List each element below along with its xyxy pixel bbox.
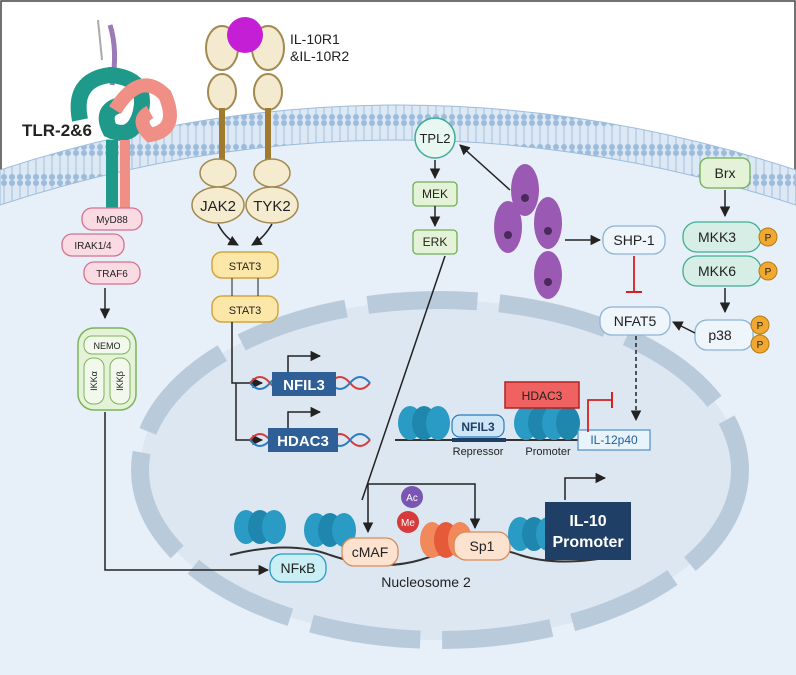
tpl2-node: TPL2 [414,117,456,159]
svg-text:MKK6: MKK6 [698,263,736,279]
line-erk-down [361,255,446,501]
jak2-label: JAK2 [200,198,236,215]
nfil3-gene: NFIL3 [249,350,371,396]
arrow-to-sp1 [368,483,481,530]
il10-ligand [227,17,263,53]
svg-text:Ac: Ac [406,493,418,504]
il10-promoter: IL-10 Promoter [545,472,631,560]
svg-text:MyD88: MyD88 [96,215,128,226]
ac-mark: Ac [401,486,423,508]
nemo-label: NEMO [94,341,121,351]
nfkb-node: NFκB [269,553,327,583]
il10-label-2: Promoter [552,534,623,551]
tlr-label: TLR-2&6 [22,121,92,140]
nucleosome-promoter [514,406,580,440]
stat3-dimer: STAT3 STAT3 [211,251,279,323]
svg-text:p38: p38 [708,327,732,343]
svg-text:TPL2: TPL2 [419,131,450,146]
svg-text:MEK: MEK [422,187,448,201]
repressor-label: Repressor [453,446,504,458]
svg-text:P: P [765,267,772,278]
mkk6-node: MKK6 P [682,255,778,287]
nfat5-node: NFAT5 [599,306,671,336]
tlr-receptor [70,19,177,210]
svg-text:NFκB: NFκB [281,560,316,576]
arrow-tyk2-stat3 [251,223,273,246]
svg-text:Brx: Brx [715,165,736,181]
tyk2-node: TYK2 [245,158,299,224]
nucleosome-left [398,406,450,440]
irak-node: IRAK1/4 [61,233,125,257]
svg-text:P: P [757,340,764,351]
svg-text:TRAF6: TRAF6 [96,269,128,280]
ikkb-label: IKKβ [115,371,125,391]
sp1-node: Sp1 [453,531,511,561]
svg-text:IL-12p40: IL-12p40 [590,433,638,447]
me-mark: Me [397,511,419,533]
hdac3-gene-label: HDAC3 [277,433,329,450]
arrow-ikk-nfkb [104,412,270,576]
erk-node: ERK [412,229,458,255]
cmaf-node: cMAF [341,537,399,567]
brx-node: Brx [699,157,751,189]
svg-text:Sp1: Sp1 [470,538,495,554]
tyk2-label: TYK2 [253,198,291,215]
il10-label-1: IL-10 [569,513,606,530]
svg-text:ERK: ERK [423,235,448,249]
svg-text:HDAC3: HDAC3 [522,389,563,403]
jak2-node: JAK2 [191,158,245,224]
shp1-node: SHP-1 [602,225,666,255]
hdac3-protein: HDAC3 [504,381,580,409]
promoter-label: Promoter [525,446,571,458]
svg-text:P: P [765,233,772,244]
myd88-node: MyD88 [81,207,143,231]
arrow-stat3-hdac3 [235,383,264,446]
arrow-p38-nfat5 [672,321,696,334]
mkk3-node: MKK3 P [682,221,778,253]
arrow-jak2-stat3 [217,223,239,246]
svg-text:MKK3: MKK3 [698,229,736,245]
il10r-label-2: &IL-10R2 [290,48,349,64]
p38-node: p38 P P [694,315,770,354]
hdac3-gene: HDAC3 [249,406,371,452]
stat3-label-b: STAT3 [229,305,262,317]
nucleosome-2 [420,522,472,558]
nucleosome-label: Nucleosome 2 [381,574,471,590]
svg-text:NFAT5: NFAT5 [614,313,657,329]
inhibit-hdac3-il12 [587,399,612,432]
svg-text:SHP-1: SHP-1 [613,232,654,248]
ikk-complex: NEMO IKKα IKKβ [77,327,137,411]
il10-receptor [205,17,285,203]
nfil3-protein: NFIL3 [451,414,505,438]
ikka-label: IKKα [89,371,99,391]
parasite-cluster [494,164,562,299]
mek-node: MEK [412,181,458,207]
arrow-parasite-tpl2 [459,144,511,191]
traf6-node: TRAF6 [83,261,141,285]
arrow-stat3-nfil3 [231,322,264,389]
il10r-label-1: IL-10R1 [290,31,340,47]
svg-text:NFIL3: NFIL3 [461,420,495,434]
svg-text:cMAF: cMAF [352,544,389,560]
nfil3-gene-label: NFIL3 [283,377,325,394]
dna-strand-lower [229,546,621,566]
il12p40-box: IL-12p40 [577,429,651,451]
svg-text:IRAK1/4: IRAK1/4 [74,241,112,252]
svg-text:P: P [757,321,764,332]
stat3-label-a: STAT3 [229,261,262,273]
nucleosome-a [234,510,286,544]
svg-text:Me: Me [401,518,415,529]
